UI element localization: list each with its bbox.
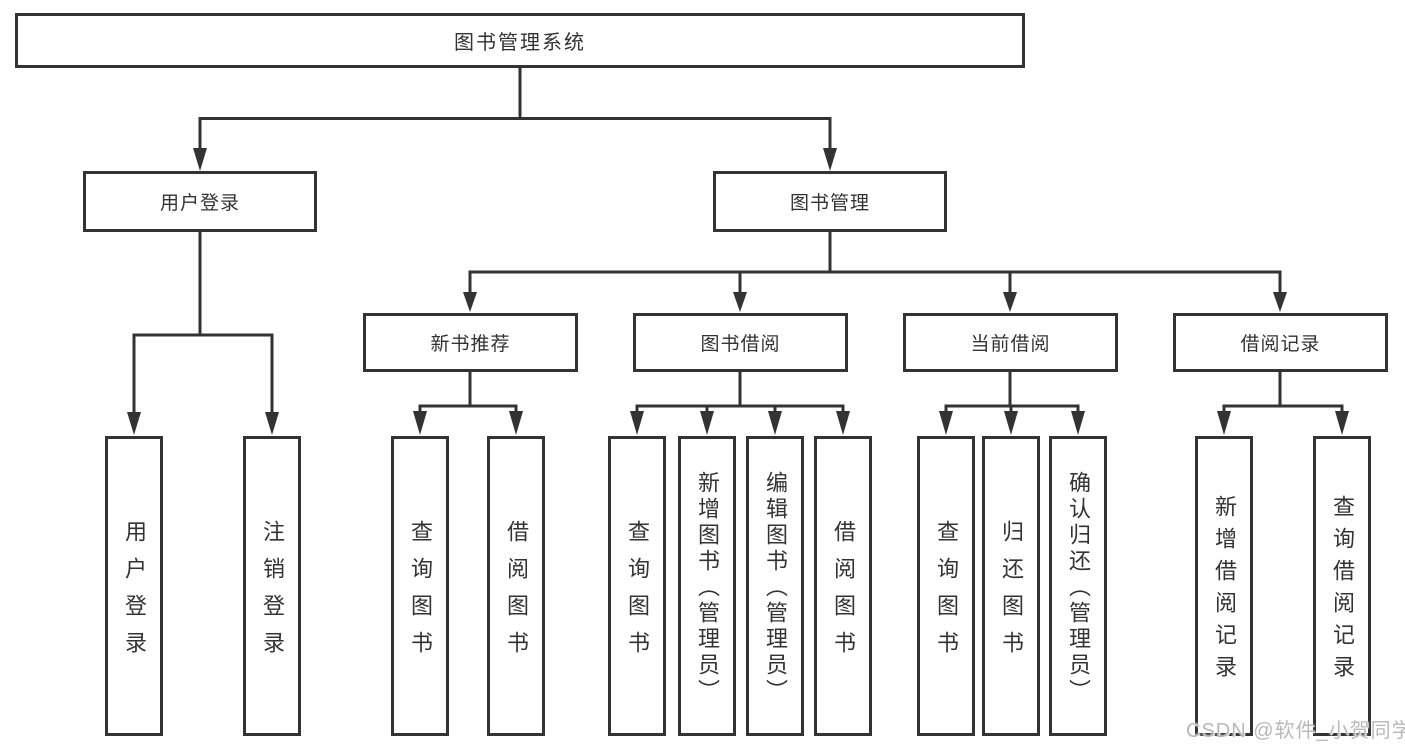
node-book-borrowing: 图书借阅 [633, 313, 848, 372]
leaf-return-books: 归还图书 [982, 436, 1040, 736]
leaf-query-books-recommend: 查询图书 [391, 436, 449, 736]
leaf-borrow-books-borrowing: 借阅图书 [814, 436, 872, 736]
leaf-query-books-borrowing: 查询图书 [608, 436, 666, 736]
node-current-borrowing: 当前借阅 [903, 313, 1118, 372]
node-user-login: 用户登录 [83, 171, 317, 232]
leaf-query-borrow-record: 查询借阅记录 [1313, 436, 1371, 736]
leaf-add-borrow-record: 新增借阅记录 [1195, 436, 1253, 736]
node-library-management-system: 图书管理系统 [15, 13, 1025, 68]
node-new-book-recommendation: 新书推荐 [363, 313, 578, 372]
leaf-borrow-books-recommend: 借阅图书 [487, 436, 545, 736]
leaf-add-books-admin: 新增图书（管理员） [678, 436, 736, 736]
leaf-user-login: 用户登录 [105, 436, 163, 736]
leaf-logout: 注销登录 [243, 436, 301, 736]
leaf-edit-books-admin: 编辑图书（管理员） [746, 436, 804, 736]
leaf-query-books-current: 查询图书 [917, 436, 975, 736]
node-book-management: 图书管理 [713, 171, 947, 232]
node-borrowing-records: 借阅记录 [1173, 313, 1388, 372]
watermark-text: CSDN @软件_小贺同学 [1186, 720, 1405, 742]
leaf-confirm-return-admin: 确认归还（管理员） [1049, 436, 1107, 736]
